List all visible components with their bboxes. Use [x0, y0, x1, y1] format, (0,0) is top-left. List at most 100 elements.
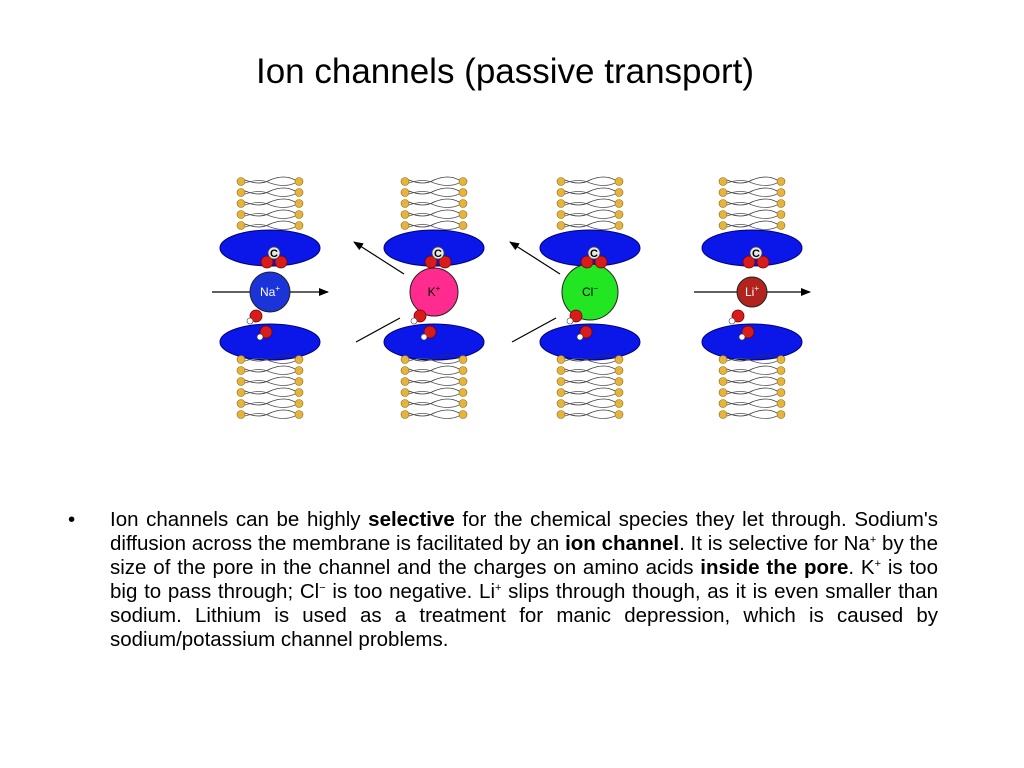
sup-k-charge: + [874, 558, 882, 570]
lipid-tail [244, 220, 296, 228]
oxygen-atom [594, 255, 608, 269]
lipid-head [400, 199, 410, 208]
lipid-tail [408, 202, 460, 208]
lipid-head [776, 210, 786, 219]
lipid-tail [408, 176, 460, 184]
lipid-head [294, 388, 304, 397]
carboxyl-group: C [580, 246, 608, 269]
lipid-head [400, 177, 410, 186]
approach-arrow [511, 317, 557, 343]
lipid-tail [726, 209, 778, 217]
lipid-head [400, 188, 410, 197]
lipid-head [614, 177, 624, 186]
lipid-tail [564, 398, 616, 406]
lipid-head [458, 377, 468, 386]
lipid-tail [726, 409, 778, 417]
lipid-tail [564, 402, 616, 408]
lipid-tail [726, 376, 778, 384]
lipid-tail [726, 224, 778, 230]
lipid-head [400, 210, 410, 219]
lipid-head [776, 355, 786, 364]
oxygen-atom [249, 309, 263, 323]
lipid-head [236, 199, 246, 208]
ion-na [249, 271, 291, 313]
lipid-head [614, 410, 624, 419]
lipid-tail [408, 413, 460, 419]
ion-charge-k: + [436, 284, 441, 293]
lipid-head [236, 410, 246, 419]
channel-li: Li+ [694, 229, 811, 361]
channel-protein-bottom [383, 323, 485, 361]
lipid-tail [408, 354, 460, 362]
lipid-head [776, 399, 786, 408]
lipid-head [400, 366, 410, 375]
lipid-tail [244, 376, 296, 384]
lipid-tail [408, 369, 460, 375]
oxygen-atom [579, 325, 593, 339]
lipid-bilayer-top [400, 176, 468, 230]
lipid-head [776, 366, 786, 375]
lipid-head [556, 377, 566, 386]
lipid-tail [408, 409, 460, 417]
lipid-head [294, 177, 304, 186]
lipid-tail [564, 209, 616, 217]
lipid-tail [564, 369, 616, 375]
lipid-head [294, 410, 304, 419]
lipid-tail [564, 224, 616, 230]
lipid-head [400, 410, 410, 419]
lipid-tail [726, 202, 778, 208]
lipid-tail [244, 391, 296, 397]
lipid-head [718, 177, 728, 186]
lipid-tail [408, 387, 460, 395]
bold-inside-the-pore: inside the pore [700, 556, 849, 579]
lipid-tail [726, 369, 778, 375]
lipid-head [458, 177, 468, 186]
bullet-item: • Ion channels can be highly selective f… [68, 508, 938, 652]
lipid-tail [408, 391, 460, 397]
lipid-tail [726, 180, 778, 186]
hydroxyl-group [738, 325, 755, 341]
lipid-head [458, 210, 468, 219]
hydroxyl-group [246, 309, 263, 325]
lipid-tail [244, 176, 296, 184]
channel-k: K+ [353, 229, 485, 361]
lipid-head [718, 188, 728, 197]
lipid-head [556, 210, 566, 219]
lipid-bilayer-top [556, 176, 624, 230]
bullet-list: • Ion channels can be highly selective f… [68, 508, 938, 652]
bullet-text-2: for the chemical species they let throug… [110, 508, 939, 555]
lipid-tail [726, 198, 778, 206]
hydroxyl-group [566, 309, 583, 325]
lipid-tail [408, 365, 460, 373]
bullet-text-3: . It is selective for Na [679, 532, 870, 555]
lipid-head [294, 366, 304, 375]
lipid-head [556, 188, 566, 197]
lipid-head [718, 355, 728, 364]
lipid-head [236, 366, 246, 375]
lipid-head [294, 377, 304, 386]
bullet-text-6: is too big to pass through; Cl [110, 556, 938, 603]
lipid-tail [244, 224, 296, 230]
lipid-tail [408, 398, 460, 406]
lipid-head [236, 377, 246, 386]
lipid-head [614, 388, 624, 397]
oxygen-atom [731, 309, 745, 323]
oxygen-atom [756, 255, 770, 269]
lipid-tail [564, 409, 616, 417]
lipid-head [400, 399, 410, 408]
lipid-head [614, 199, 624, 208]
lipid-tail [408, 358, 460, 364]
lipid-tail [726, 365, 778, 373]
lipid-head [776, 410, 786, 419]
lipid-bilayer-bottom [556, 354, 624, 419]
oxygen-atom [259, 325, 273, 339]
lipid-head [776, 199, 786, 208]
lipid-head [458, 188, 468, 197]
lipid-head [776, 221, 786, 230]
lipid-tail [564, 191, 616, 197]
lipid-bilayer-top [718, 176, 786, 230]
channel-na: Na+ [212, 229, 329, 361]
lipid-tail [564, 220, 616, 228]
bullet-text-8: slips through though, as it is even smal… [110, 580, 938, 651]
